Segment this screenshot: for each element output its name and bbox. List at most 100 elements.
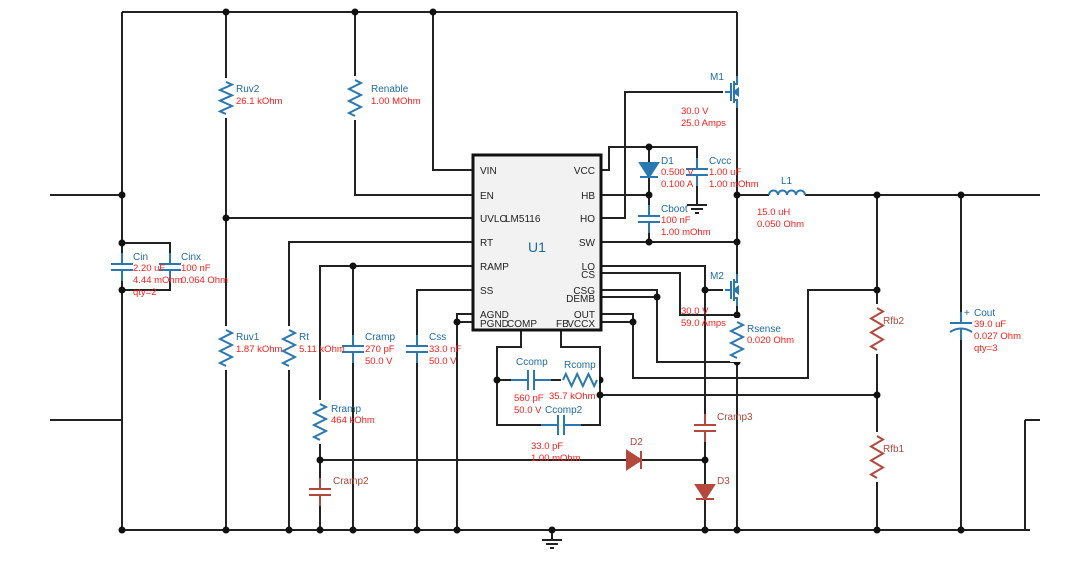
junction-dot (701, 456, 709, 464)
wire (456, 313, 473, 530)
capacitor-ccomp2[interactable] (541, 413, 581, 437)
capacitor-cin[interactable] (110, 253, 134, 281)
capacitor-cramp2[interactable] (308, 478, 332, 506)
resistor-renable[interactable] (346, 76, 364, 120)
pin-vcc: VCC (574, 166, 595, 177)
pin-sw: SW (579, 238, 596, 249)
cvcc-ref: Cvcc (709, 156, 731, 167)
ruv1-value: 1.87 kOhm (236, 344, 283, 355)
ruv2-value: 26.1 kOhm (236, 96, 283, 107)
d2-ref: D2 (630, 437, 643, 448)
wire (601, 272, 737, 316)
mosfet-m2[interactable] (723, 274, 739, 306)
ruv2-ref: Ruv2 (236, 84, 260, 95)
junction-dot (873, 191, 881, 199)
capacitor-cout[interactable] (949, 312, 973, 340)
ground-icon (687, 204, 707, 214)
ground-icon (542, 539, 562, 549)
cout-ref: Cout (974, 308, 995, 319)
rfb2-ref: Rfb2 (883, 316, 905, 327)
l1-value-0: 15.0 uH (757, 207, 790, 218)
junction-dot (873, 286, 881, 294)
ccomp-value-1: 50.0 V (514, 405, 542, 416)
cramp3-ref: Cramp3 (717, 412, 753, 423)
junction-dot (645, 238, 653, 246)
resistor-ruv1[interactable] (217, 326, 235, 370)
capacitor-cboot[interactable] (637, 205, 661, 233)
junction-dot (701, 286, 709, 294)
capacitor-css[interactable] (405, 335, 429, 363)
pin-comp: COMP (507, 319, 537, 330)
ruv1-ref: Ruv1 (236, 332, 260, 343)
cout-value-0: 39.0 uF (974, 319, 1006, 330)
cramp-value-0: 270 pF (365, 344, 395, 355)
wire (601, 91, 725, 219)
junction-dot (733, 526, 741, 534)
junction-dot (349, 262, 357, 270)
junction-dot (118, 286, 126, 294)
junction-dot (118, 191, 126, 199)
pin-hb: HB (581, 191, 595, 202)
ic-left-pins: VIN EN UVLO RT RAMP SS AGND PGND (480, 166, 509, 330)
resistor-rcomp[interactable] (561, 371, 599, 389)
junction-dot (645, 191, 653, 199)
cinx-value-0: 100 nF (181, 263, 211, 274)
resistor-ruv2[interactable] (217, 78, 235, 118)
cin-ref: Cin (133, 252, 148, 263)
capacitor-cinx[interactable] (158, 253, 182, 281)
capacitor-ccomp[interactable] (511, 368, 551, 392)
cin-value-1: 4.44 mOhm (133, 275, 183, 286)
junction-dot (957, 526, 965, 534)
cboot-value-1: 1.00 mOhm (661, 227, 711, 238)
pin-rt: RT (480, 238, 493, 249)
component-labels: Ruv2 26.1 kOhm Renable 1.00 MOhm Cin 2.2… (133, 72, 1021, 487)
pin-lo: LO (582, 262, 596, 273)
cout-value-1: 0.027 Ohm (974, 331, 1021, 342)
pin-agnd: AGND (480, 310, 509, 321)
resistor-rfb2[interactable] (869, 304, 885, 354)
resistor-rt[interactable] (280, 326, 298, 370)
mosfet-m1[interactable] (723, 76, 739, 108)
d3-ref: D3 (717, 476, 730, 487)
wire (601, 289, 737, 363)
ic-part-number: LM5116 (505, 214, 541, 225)
cvcc-value-1: 1.00 mOhm (709, 179, 759, 190)
pin-en: EN (480, 191, 494, 202)
capacitor-cvcc[interactable] (685, 158, 709, 186)
resistor-rramp[interactable] (311, 400, 329, 444)
components (110, 76, 973, 506)
cout-polarity: + (964, 308, 970, 319)
m2-ref: M2 (710, 271, 724, 282)
rcomp-ref: Rcomp (564, 360, 596, 371)
junction-dot (453, 526, 461, 534)
m1-ref: M1 (710, 72, 724, 83)
junction-dot (351, 8, 359, 16)
junction-dot (873, 391, 881, 399)
diode-d3[interactable] (694, 484, 716, 501)
ic-u1-body[interactable] (471, 153, 603, 332)
cramp2-ref: Cramp2 (333, 476, 369, 487)
wire (416, 289, 473, 530)
cboot-value-0: 100 nF (661, 215, 691, 226)
rcomp-value: 35.7 kOhm (549, 391, 596, 402)
inductor-l1[interactable] (768, 189, 806, 197)
cinx-value-1: 0.064 Ohm (181, 275, 228, 286)
junction-dot (733, 311, 741, 319)
diode-d2[interactable] (626, 449, 643, 471)
resistor-rfb1[interactable] (869, 432, 885, 482)
rramp-value: 464 kOhm (331, 415, 375, 426)
rt-ref: Rt (299, 332, 309, 343)
rsense-ref: Rsense (747, 324, 781, 335)
pin-ho: HO (580, 214, 595, 225)
diode-d1[interactable] (638, 162, 660, 179)
capacitor-cramp3[interactable] (693, 414, 717, 442)
junction-dot (701, 526, 709, 534)
junction-dot (118, 239, 126, 247)
capacitor-cramp[interactable] (341, 335, 365, 363)
wire (432, 12, 473, 171)
ccomp2-value-1: 1.00 mOhm (531, 453, 581, 464)
junction-dot (118, 526, 126, 534)
l1-value-1: 0.050 Ohm (757, 219, 804, 230)
ic-right-pins: VCC HB HO SW LO CS CSG DEMB OUT VCCX (566, 166, 595, 330)
resistor-rsense[interactable] (728, 318, 746, 362)
